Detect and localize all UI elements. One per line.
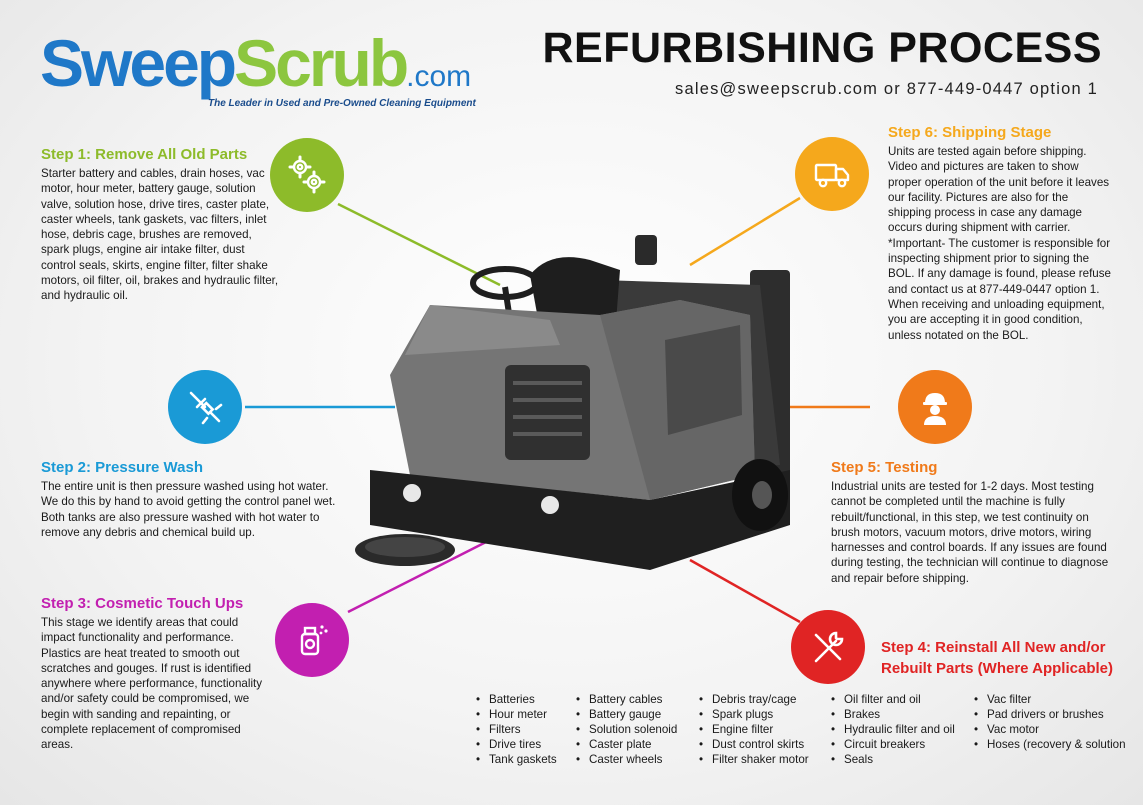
parts-column-2: Battery cables Battery gauge Solution so… bbox=[572, 692, 677, 767]
technician-icon bbox=[923, 393, 947, 425]
logo-tagline: The Leader in Used and Pre-Owned Cleanin… bbox=[208, 98, 476, 109]
tools-icon bbox=[814, 631, 844, 663]
truck-icon bbox=[814, 163, 850, 188]
step-3-body: This stage we identify areas that could … bbox=[41, 616, 263, 752]
connector-step3 bbox=[347, 538, 491, 614]
step-6-body: Units are tested again before shipping. … bbox=[888, 145, 1111, 342]
list-item: Drive tires bbox=[472, 737, 557, 752]
sweepscrub-logo: SweepScrub.com The Leader in Used and Pr… bbox=[40, 30, 476, 110]
step-2-body: The entire unit is then pressure washed … bbox=[41, 480, 336, 539]
step-4-title-line1: Step 4: Reinstall All New and/or bbox=[881, 639, 1106, 656]
pressure-washer-icon bbox=[189, 391, 223, 425]
list-item: Filters bbox=[472, 722, 557, 737]
step-4-title-line2: Rebuilt Parts (Where Applicable) bbox=[881, 660, 1113, 677]
step-5-bubble bbox=[898, 370, 972, 444]
list-item: Circuit breakers bbox=[827, 737, 955, 752]
list-item: Seals bbox=[827, 752, 955, 767]
list-item: Hoses (recovery & solution bbox=[970, 737, 1126, 752]
list-item: Debris tray/cage bbox=[695, 692, 809, 707]
logo-word-scrub: Scrub bbox=[234, 26, 409, 100]
floor-sweeper-illustration bbox=[355, 235, 790, 570]
list-item: Solution solenoid bbox=[572, 722, 677, 737]
connector-step4 bbox=[689, 558, 801, 624]
logo-suffix: .com bbox=[406, 60, 472, 93]
list-item: Battery cables bbox=[572, 692, 677, 707]
spray-bottle-icon bbox=[300, 625, 328, 656]
step-1-body: Starter battery and cables, drain hoses,… bbox=[41, 167, 279, 303]
step-5-body: Industrial units are tested for 1-2 days… bbox=[831, 480, 1109, 585]
list-item: Brakes bbox=[827, 707, 955, 722]
parts-column-1: Batteries Hour meter Filters Drive tires… bbox=[472, 692, 557, 767]
step-6-bubble bbox=[795, 137, 869, 211]
connector-step6 bbox=[689, 196, 801, 267]
list-item: Engine filter bbox=[695, 722, 809, 737]
step-3-title: Step 3: Cosmetic Touch Ups bbox=[41, 595, 244, 612]
list-item: Hydraulic filter and oil bbox=[827, 722, 955, 737]
list-item: Caster wheels bbox=[572, 752, 677, 767]
gears-icon bbox=[288, 155, 326, 194]
step-5-block: Step 5: Testing Industrial units are tes… bbox=[831, 459, 1113, 586]
step-3-bubble bbox=[275, 603, 349, 677]
logo-word-sweep: Sweep bbox=[40, 26, 237, 100]
parts-list: Batteries Hour meter Filters Drive tires… bbox=[472, 692, 1143, 772]
step-1-title: Step 1: Remove All Old Parts bbox=[41, 146, 248, 163]
list-item: Hour meter bbox=[472, 707, 557, 722]
list-item: Vac filter bbox=[970, 692, 1126, 707]
list-item: Dust control skirts bbox=[695, 737, 809, 752]
step-4-bubble bbox=[791, 610, 865, 684]
list-item: Filter shaker motor bbox=[695, 752, 809, 767]
step-5-title: Step 5: Testing bbox=[831, 459, 938, 476]
parts-column-4: Oil filter and oil Brakes Hydraulic filt… bbox=[827, 692, 955, 767]
step-1-block: Step 1: Remove All Old Parts Starter bat… bbox=[41, 146, 281, 304]
step-2-bubble bbox=[168, 370, 242, 444]
list-item: Batteries bbox=[472, 692, 557, 707]
parts-column-3: Debris tray/cage Spark plugs Engine filt… bbox=[695, 692, 809, 767]
list-item: Tank gaskets bbox=[472, 752, 557, 767]
step-6-title: Step 6: Shipping Stage bbox=[888, 124, 1052, 141]
step-3-block: Step 3: Cosmetic Touch Ups This stage we… bbox=[41, 595, 271, 753]
parts-column-5: Vac filter Pad drivers or brushes Vac mo… bbox=[970, 692, 1126, 752]
connector-step1 bbox=[337, 202, 501, 287]
list-item: Caster plate bbox=[572, 737, 677, 752]
step-2-block: Step 2: Pressure Wash The entire unit is… bbox=[41, 459, 346, 540]
list-item: Oil filter and oil bbox=[827, 692, 955, 707]
step-2-title: Step 2: Pressure Wash bbox=[41, 459, 204, 476]
step-6-block: Step 6: Shipping Stage Units are tested … bbox=[888, 124, 1113, 343]
step-4-block: Step 4: Reinstall All New and/or Rebuilt… bbox=[881, 637, 1141, 679]
list-item: Battery gauge bbox=[572, 707, 677, 722]
list-item: Pad drivers or brushes bbox=[970, 707, 1126, 722]
list-item: Vac motor bbox=[970, 722, 1126, 737]
contact-line: sales@sweepscrub.com or 877-449-0447 opt… bbox=[675, 80, 1098, 98]
page-title: REFURBISHING PROCESS bbox=[542, 24, 1102, 72]
list-item: Spark plugs bbox=[695, 707, 809, 722]
step-1-bubble bbox=[270, 138, 344, 212]
